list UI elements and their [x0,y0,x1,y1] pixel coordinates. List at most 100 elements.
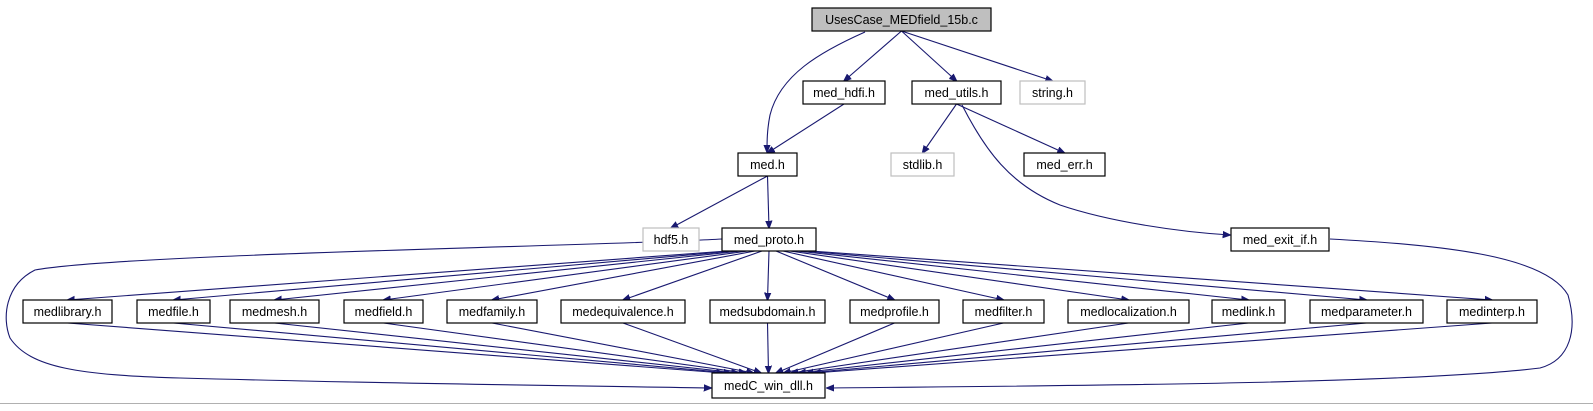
bottom-divider [0,403,1593,404]
edge-medlibrary-to-medC_win_dll [67,322,724,373]
node-label: med_utils.h [925,86,989,100]
node-medinterp[interactable]: medinterp.h [1446,299,1538,324]
node-box [802,80,886,105]
node-medfield[interactable]: medfield.h [343,299,424,324]
edge-medsubdomain-to-medC_win_dll [768,322,769,373]
node-box [962,299,1045,324]
edge-med_utils-to-med_err [956,103,1065,153]
nodes-layer: UsesCase_MEDfield_15b.c med_hdfi.h med_uti… [22,7,1538,399]
edge-medequivalence-to-medC_win_dll [622,322,761,373]
edge-root-to-med_hdfi [844,30,902,81]
edge-medlink-to-medC_win_dll [799,322,1249,373]
node-label: string.h [1032,86,1073,100]
node-label: medlibrary.h [34,305,102,319]
node-label: medlink.h [1222,305,1276,319]
node-med[interactable]: med.h [737,152,798,177]
node-medC_win_dll[interactable]: medC_win_dll.h [711,372,826,399]
node-root[interactable]: UsesCase_MEDfield_15b.c [811,7,992,32]
node-medlocalization[interactable]: medlocalization.h [1067,299,1190,324]
edge-medfamily-to-medC_win_dll [491,322,754,373]
edge-med_proto-to-medlocalization [789,250,1129,300]
node-box [1019,80,1086,105]
node-label: med_exit_if.h [1243,233,1317,247]
node-label: stdlib.h [903,158,943,172]
node-label: medparameter.h [1321,305,1412,319]
node-label: medmesh.h [242,305,307,319]
node-box [1446,299,1538,324]
node-medfile[interactable]: medfile.h [136,299,211,324]
node-label: UsesCase_MEDfield_15b.c [825,13,978,27]
edge-med_proto-to-medequivalence [623,250,763,300]
node-medlink[interactable]: medlink.h [1211,299,1286,324]
node-box [1309,299,1424,324]
node-label: medfamily.h [459,305,526,319]
node-label: medfile.h [148,305,199,319]
node-med_exit_if[interactable]: med_exit_if.h [1230,227,1330,252]
node-box [1211,299,1286,324]
edge-med_proto-to-medmesh [275,250,742,300]
edge-med_proto-to-medfile [174,250,735,300]
edge-root-to-string [901,30,1053,81]
node-label: medequivalence.h [572,305,674,319]
node-box [890,152,955,177]
node-box [709,299,826,324]
edge-medfile-to-medC_win_dll [173,322,732,373]
edge-med_exit_if-to-medC_win_dll [827,238,1573,388]
node-box [1023,152,1106,177]
node-box [343,299,424,324]
node-box [446,299,538,324]
node-medfilter[interactable]: medfilter.h [962,299,1045,324]
node-label: medprofile.h [860,305,929,319]
node-med_proto[interactable]: med_proto.h [721,227,817,252]
edge-med_proto-to-medlink [796,250,1249,300]
edge-medparameter-to-medC_win_dll [806,322,1367,373]
node-box [737,152,798,177]
edge-med_proto-to-medlibrary [68,250,728,300]
node-box [711,372,826,399]
node-box [721,227,817,252]
edge-medmesh-to-medC_win_dll [274,322,739,373]
edge-med_utils-to-med_exit_if [961,104,1230,235]
node-box [811,7,992,32]
edge-med_proto-to-medparameter [803,250,1367,300]
node-med_hdfi[interactable]: med_hdfi.h [802,80,886,105]
edge-med_proto-to-medprofile [775,250,895,300]
node-hdf5: hdf5.h [642,227,700,252]
node-label: med_hdfi.h [813,86,875,100]
node-label: medinterp.h [1459,305,1525,319]
node-box [911,80,1002,105]
node-medmesh[interactable]: medmesh.h [229,299,320,324]
node-box [229,299,320,324]
edge-med_proto-to-medfamily [492,250,756,300]
node-med_err[interactable]: med_err.h [1023,152,1106,177]
node-medprofile[interactable]: medprofile.h [849,299,940,324]
node-label: medfield.h [355,305,413,319]
node-med_utils[interactable]: med_utils.h [911,80,1002,105]
node-label: hdf5.h [654,233,689,247]
node-medlibrary[interactable]: medlibrary.h [22,299,113,324]
edges-layer [5,30,1573,388]
edge-medprofile-to-medC_win_dll [776,322,895,373]
edge-med_proto-to-medinterp [810,250,1492,300]
node-label: med.h [750,158,785,172]
node-stdlib: stdlib.h [890,152,955,177]
edge-med_proto-to-medfield [384,250,749,300]
node-box [136,299,211,324]
node-medparameter[interactable]: medparameter.h [1309,299,1424,324]
edge-med_hdfi-to-med [768,103,845,153]
edge-med_utils-to-stdlib [923,103,957,153]
node-medequivalence[interactable]: medequivalence.h [560,299,686,324]
edge-root-to-med_utils [901,30,957,81]
edge-med_proto-to-medfilter [782,250,1004,300]
node-label: med_proto.h [734,233,804,247]
edge-medfilter-to-medC_win_dll [784,322,1004,373]
node-medsubdomain[interactable]: medsubdomain.h [709,299,826,324]
node-medfamily[interactable]: medfamily.h [446,299,538,324]
node-label: medC_win_dll.h [724,379,813,393]
node-label: medsubdomain.h [720,305,816,319]
node-string: string.h [1019,80,1086,105]
node-box [849,299,940,324]
edge-med-to-med_proto [768,175,770,228]
node-box [22,299,113,324]
edge-med_proto-to-medC_win_dll [5,238,723,388]
